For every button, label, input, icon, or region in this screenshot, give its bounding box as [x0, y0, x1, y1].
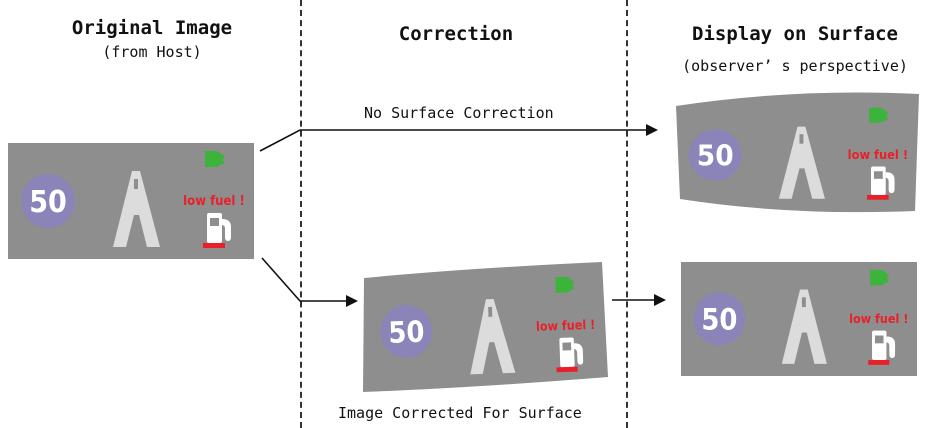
- arrow-right-icon: [654, 294, 666, 306]
- arrow-right-icon: [346, 295, 358, 307]
- header-original: Original Image (from Host): [62, 17, 242, 61]
- correction-title: Correction: [398, 23, 514, 45]
- uncorrected-speed-value: 50: [697, 139, 734, 172]
- arrow-right-icon: [646, 124, 658, 136]
- arrow-to-correction: [261, 257, 358, 307]
- arrow-to-display: [612, 294, 666, 306]
- original-warning-text: low fuel !: [183, 194, 245, 209]
- corrected-speed-value: 50: [388, 314, 425, 350]
- top-arrow-label: No Surface Correction: [364, 104, 554, 122]
- bottom-arrow-label: Image Corrected For Surface: [338, 404, 582, 422]
- arrow-no-correction: [259, 124, 658, 152]
- corrected-display-speed-value: 50: [701, 302, 737, 336]
- divider-left: [300, 0, 302, 428]
- uncorrected-warning-text: low fuel !: [848, 147, 908, 162]
- divider-right: [626, 0, 628, 428]
- corrected-display-panel: 50 low fuel !: [681, 262, 917, 376]
- display-title: Display on Surface: [692, 23, 898, 45]
- original-panel: 50 low fuel !: [8, 143, 254, 259]
- original-title: Original Image: [71, 17, 233, 39]
- corrected-warning-text: low fuel !: [536, 317, 596, 334]
- corrected-display-warning-text: low fuel !: [849, 311, 908, 326]
- header-correction: Correction: [356, 23, 556, 46]
- original-speed-value: 50: [29, 185, 67, 220]
- original-subtitle: (from Host): [102, 42, 202, 61]
- corrected-image-panel: 50 low fuel !: [363, 262, 608, 392]
- header-display: Display on Surface (observer’ s perspect…: [660, 23, 930, 75]
- display-subtitle: (observer’ s perspective): [682, 56, 908, 75]
- uncorrected-display-panel: 50 low fuel !: [676, 92, 919, 213]
